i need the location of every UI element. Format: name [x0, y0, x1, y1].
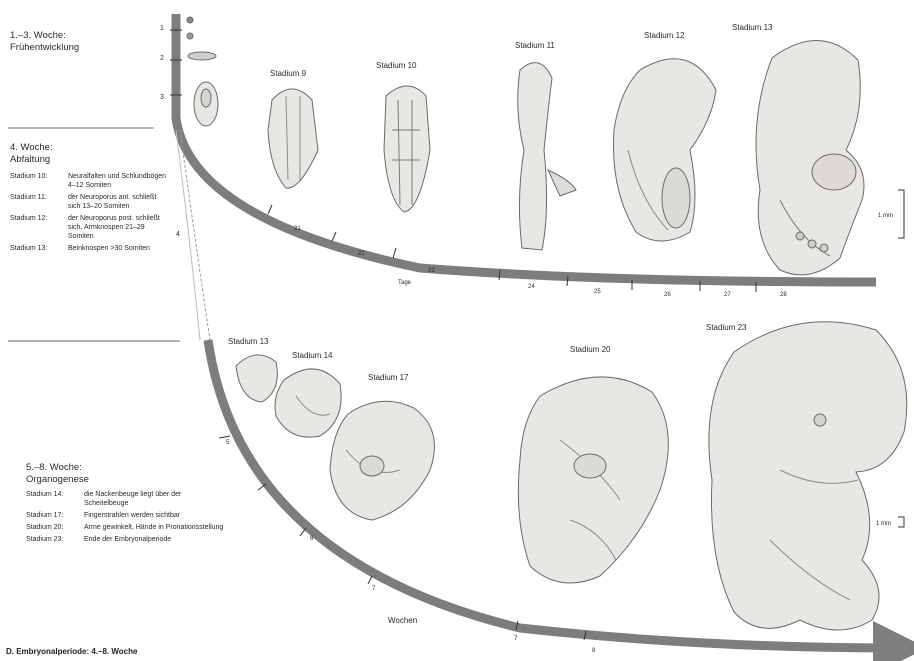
phase2-row: Stadium 13: Beinknospen >30 Somiten	[10, 244, 170, 253]
embryo-stadium-17-drawing	[330, 401, 434, 520]
row-desc: Beinknospen >30 Somiten	[68, 244, 170, 253]
day-tick-24: 24	[528, 284, 535, 290]
day-tick-21: 21	[294, 226, 301, 232]
figure-caption: D. Embryonalperiode: 4.–8. Woche	[6, 647, 137, 656]
label-stadium-14: Stadium 14	[292, 351, 333, 360]
day-tick-25: 25	[594, 289, 601, 295]
embryo-stadium-9-drawing	[268, 89, 318, 188]
embryo-week1b-drawing	[187, 33, 193, 39]
row-stage: Stadium 23:	[26, 535, 84, 544]
embryo-stadium-14-drawing	[275, 369, 341, 437]
embryo-week2-drawing	[188, 52, 216, 60]
label-stadium-13-bottom: Stadium 13	[228, 337, 269, 346]
embryo-stadium-12-drawing	[613, 59, 716, 241]
row-stage: Stadium 14:	[26, 490, 84, 508]
label-stadium-13-top: Stadium 13	[732, 23, 773, 32]
row-desc: Fingerstrahlen werden sichtbar	[84, 511, 226, 520]
embryo-stadium-13-bottom-drawing	[236, 355, 277, 402]
scale-bar-bottom: 1 mm	[876, 517, 904, 527]
row-desc: Neuralfalten und Schlundbögen 4–12 Somit…	[68, 172, 170, 190]
row-stage: Stadium 10:	[10, 172, 68, 190]
week-tick-7b: 7	[514, 636, 518, 642]
phase3-title-line1: 5.–8. Woche:	[26, 462, 226, 474]
phase2-row: Stadium 11: der Neuroporus ant. schließt…	[10, 193, 170, 211]
label-stadium-11: Stadium 11	[515, 41, 555, 50]
scale-top-label: 1 mm	[878, 213, 893, 219]
day-tick-27: 27	[724, 292, 731, 298]
embryo-stadium-13-top-drawing	[756, 40, 864, 274]
label-stadium-9: Stadium 9	[270, 69, 307, 78]
phase3-row: Stadium 20: Arme gewinkelt, Hände in Pro…	[26, 523, 226, 532]
phase3-row: Stadium 17: Fingerstrahlen werden sichtb…	[26, 511, 226, 520]
row-desc: Ende der Embryonalperiode	[84, 535, 226, 544]
row-stage: Stadium 11:	[10, 193, 68, 211]
label-stadium-10: Stadium 10	[376, 61, 417, 70]
days-unit-label: Tage	[398, 280, 412, 286]
label-stadium-23: Stadium 23	[706, 323, 747, 332]
week-tick-1: 1	[160, 25, 164, 32]
week-tick-8: 8	[592, 648, 596, 654]
embryo-week1-drawing	[187, 17, 193, 23]
label-stadium-12: Stadium 12	[644, 31, 685, 40]
phase3-row: Stadium 23: Ende der Embryonalperiode	[26, 535, 226, 544]
phase3-row: Stadium 14: die Nackenbeuge liegt über d…	[26, 490, 226, 508]
row-desc: der Neuroporus ant. schließt sich 13–20 …	[68, 193, 170, 211]
row-stage: Stadium 17:	[26, 511, 84, 520]
week-tick-5: 5	[226, 440, 230, 446]
day-tick-23: 23	[428, 268, 435, 274]
phase2-row: Stadium 12: der Neuroporus post. schließ…	[10, 214, 170, 241]
phase2-title-line1: 4. Woche:	[10, 142, 170, 154]
row-stage: Stadium 12:	[10, 214, 68, 241]
label-stadium-20: Stadium 20	[570, 345, 611, 354]
embryo-stadium-10-drawing	[384, 86, 430, 212]
phase2-panel: 4. Woche: Abfaltung Stadium 10: Neuralfa…	[10, 142, 170, 253]
phase2-title-line2: Abfaltung	[10, 154, 170, 166]
embryo-stadium-11-drawing	[518, 63, 576, 250]
weeks-unit-label: Wochen	[388, 616, 417, 625]
phase3-panel: 5.–8. Woche: Organogenese Stadium 14: di…	[26, 462, 226, 544]
week-tick-3: 3	[160, 94, 164, 101]
row-stage: Stadium 20:	[26, 523, 84, 532]
day-tick-26: 26	[664, 292, 671, 298]
phase1-title-line2: Frühentwicklung	[10, 42, 150, 54]
phase3-title-line2: Organogenese	[26, 474, 226, 486]
week-tick-7a: 7	[372, 586, 376, 592]
row-desc: Arme gewinkelt, Hände in Pronationsstell…	[84, 523, 226, 532]
row-stage: Stadium 13:	[10, 244, 68, 253]
scale-bar-top: 1 mm	[878, 190, 904, 238]
phase2-row: Stadium 10: Neuralfalten und Schlundböge…	[10, 172, 170, 190]
week-tick-4: 4	[176, 231, 180, 238]
label-stadium-17: Stadium 17	[368, 373, 409, 382]
row-desc: die Nackenbeuge liegt über der Scheitelb…	[84, 490, 226, 508]
scale-bottom-label: 1 mm	[876, 521, 891, 527]
day-tick-22: 22	[358, 251, 365, 257]
phase1-panel: 1.–3. Woche: Frühentwicklung	[10, 30, 150, 54]
day-tick-28: 28	[780, 292, 787, 298]
phase1-title-line1: 1.–3. Woche:	[10, 30, 150, 42]
embryo-stadium-23-drawing	[709, 322, 907, 630]
row-desc: der Neuroporus post. schließt sich, Armk…	[68, 214, 170, 241]
embryo-stadium-20-drawing	[518, 377, 668, 583]
week-tick-2: 2	[160, 55, 164, 62]
